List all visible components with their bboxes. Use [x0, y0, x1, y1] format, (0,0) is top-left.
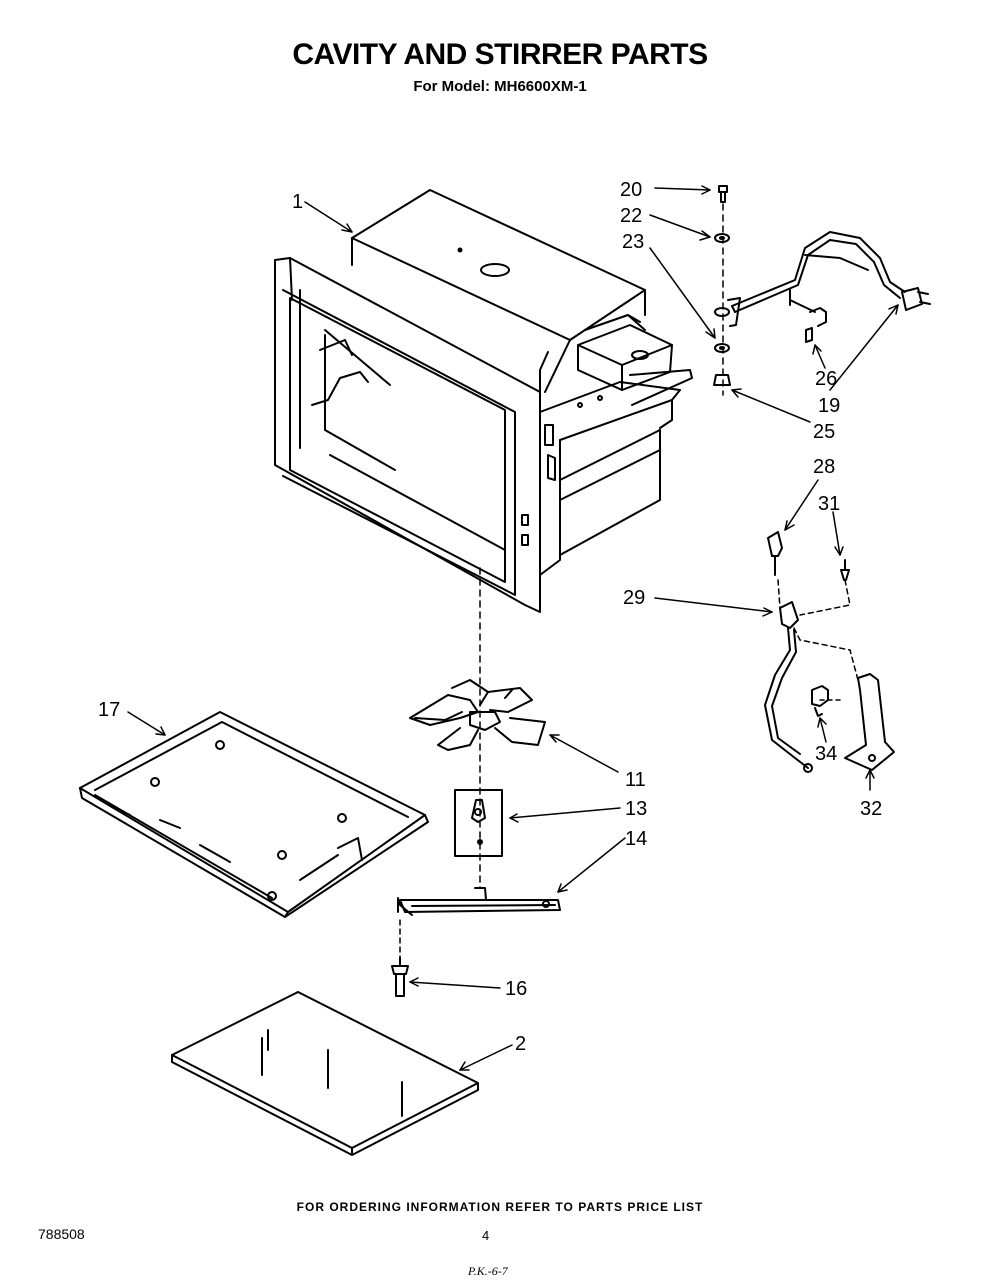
part-stirrer-blade	[409, 679, 546, 751]
callout-13: 13	[625, 798, 647, 820]
callout-1: 1	[292, 191, 303, 213]
callout-16: 16	[505, 978, 527, 1000]
document-number: 788508	[38, 1226, 85, 1242]
part-stirrer-bracket	[454, 789, 503, 857]
callout-29: 29	[623, 587, 645, 609]
part-power-cord	[727, 231, 931, 327]
part-cord-clamp	[789, 299, 827, 343]
callout-22: 22	[620, 205, 642, 227]
part-cavity	[274, 189, 693, 613]
part-shaft-pin	[391, 919, 409, 997]
handwritten-note: P.K.-6-7	[468, 1264, 508, 1278]
part-fastener-stack	[713, 185, 731, 396]
callout-32: 32	[860, 798, 882, 820]
callout-17: 17	[98, 699, 120, 721]
callout-28: 28	[813, 456, 835, 478]
callout-11: 11	[625, 769, 646, 791]
leader-lines	[127, 185, 899, 1071]
model-subtitle: For Model: MH6600XM-1	[413, 78, 587, 95]
callout-31: 31	[818, 493, 840, 515]
callout-23: 23	[622, 231, 644, 253]
part-stirrer-shaft	[397, 887, 561, 916]
callout-34: 34	[815, 743, 837, 765]
part-glass-shelf	[171, 991, 479, 1156]
callout-20: 20	[620, 179, 642, 201]
ordering-info-note: FOR ORDERING INFORMATION REFER TO PARTS …	[296, 1200, 704, 1214]
callout-2: 2	[515, 1033, 526, 1055]
part-floor-tray	[79, 711, 429, 918]
callout-19: 19	[818, 395, 840, 417]
callout-26: 26	[815, 368, 837, 390]
callout-25: 25	[813, 421, 835, 443]
part-wire-harness	[764, 531, 895, 773]
page-title: CAVITY AND STIRRER PARTS	[292, 38, 708, 71]
callout-14: 14	[625, 828, 647, 850]
page-number: 4	[482, 1228, 490, 1243]
callout-labels: 1 20 22 23 26 19 25 28 31 29 17 11 34 32…	[98, 179, 882, 1055]
